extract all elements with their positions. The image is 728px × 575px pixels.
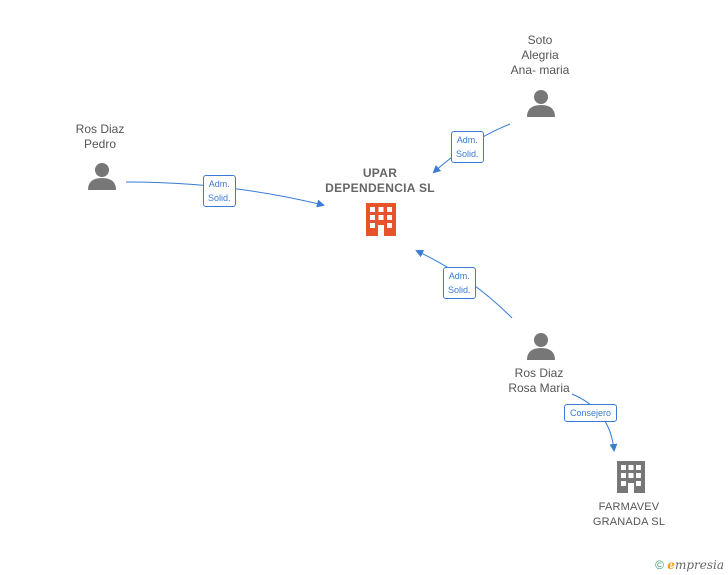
- edge-label-line: Solid.: [456, 149, 479, 159]
- edge-line-rosa-farmavev: [571, 393, 618, 452]
- edge-label-line: Solid.: [208, 193, 231, 203]
- brand-logo: empresia: [667, 558, 724, 572]
- node-label-line: Rosa Maria: [508, 381, 570, 395]
- edge-label-line: Consejero: [570, 408, 612, 418]
- edge-label-adm-solid[interactable]: Adm. Solid.: [451, 131, 484, 163]
- node-label-line: Soto: [527, 33, 553, 47]
- edge-label-line: Adm.: [456, 135, 478, 145]
- node-label-line: Ros Diaz: [75, 122, 125, 136]
- edge-label-adm-solid[interactable]: Adm. Solid.: [443, 267, 476, 299]
- brand-logo-text: mpresia: [674, 558, 724, 572]
- building-icon[interactable]: [617, 461, 645, 493]
- node-label-ros-diaz-rosa[interactable]: Ros Diaz Rosa Maria: [489, 366, 589, 396]
- node-label-soto-alegria[interactable]: Soto Alegria Ana- maria: [490, 33, 590, 78]
- node-label-farmavev[interactable]: FARMAVEV GRANADA SL: [574, 500, 684, 530]
- node-label-line: Alegria: [521, 48, 559, 62]
- node-label-line: Pedro: [83, 137, 117, 151]
- node-label-upar[interactable]: UPAR DEPENDENCIA SL: [300, 166, 460, 196]
- edge-label-adm-solid[interactable]: Adm. Solid.: [203, 175, 236, 207]
- copyright-icon: ©: [655, 558, 664, 572]
- edge-label-line: Adm.: [208, 179, 230, 189]
- person-icon[interactable]: [527, 333, 555, 360]
- node-label-line: UPAR: [362, 166, 398, 180]
- brand-logo-initial: e: [667, 558, 675, 572]
- building-icon[interactable]: [366, 203, 396, 236]
- node-label-line: FARMAVEV: [598, 501, 660, 513]
- edge-label-line: Adm.: [448, 271, 470, 281]
- node-label-ros-diaz-pedro[interactable]: Ros Diaz Pedro: [50, 122, 150, 152]
- person-icon[interactable]: [88, 163, 116, 190]
- person-icon[interactable]: [527, 90, 555, 117]
- node-label-line: Ros Diaz: [514, 366, 564, 380]
- node-label-line: GRANADA SL: [592, 516, 666, 528]
- footer-brand[interactable]: © empresia: [655, 558, 724, 572]
- edge-label-line: Solid.: [448, 285, 471, 295]
- edge-label-consejero[interactable]: Consejero: [564, 404, 618, 422]
- node-label-line: DEPENDENCIA SL: [325, 181, 435, 195]
- node-label-line: Ana- maria: [510, 63, 570, 77]
